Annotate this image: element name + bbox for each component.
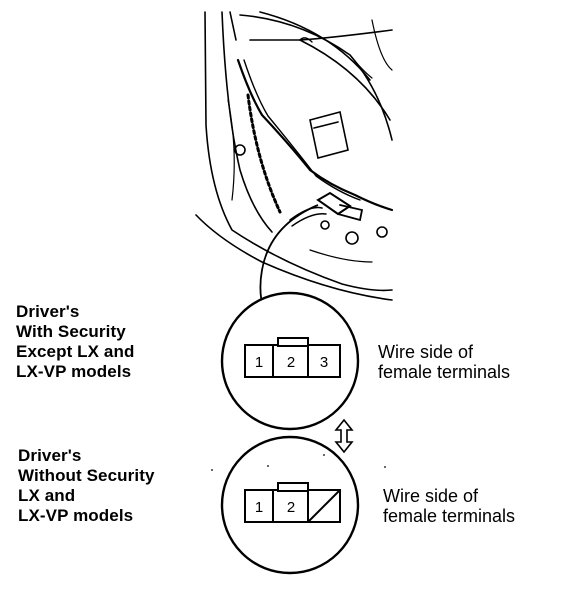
double-arrow-icon: [334, 418, 354, 454]
connector-a-title-line: LX-VP models: [16, 362, 132, 381]
connector-b-title: Driver's Without Security LX and LX-VP m…: [18, 446, 155, 526]
connector-b-wire-side-line: female terminals: [383, 506, 516, 526]
connector-a-wire-side-line: Wire side of: [378, 342, 474, 362]
connector-a-title-line: Driver's: [16, 302, 80, 321]
connector-b-view: 1 2: [220, 435, 360, 575]
connector-a-title-line: Except LX and: [16, 342, 135, 361]
connector-b-pin-1: 1: [255, 499, 263, 516]
connector-a-wire-side-label: Wire side of female terminals: [378, 342, 510, 382]
connector-b-wire-side-label: Wire side of female terminals: [383, 486, 515, 526]
connector-b-wire-side-line: Wire side of: [383, 486, 479, 506]
connector-b-title-line: LX and: [18, 486, 76, 505]
connector-a-view: 1 2 3: [220, 291, 360, 431]
door-panel-illustration: [195, 11, 394, 301]
connector-a-pin-1: 1: [255, 354, 263, 371]
connector-b-pin-2: 2: [287, 499, 295, 516]
connector-b-key: [277, 482, 309, 492]
connector-b-empty-cavity: [307, 489, 341, 523]
connector-a-title-line: With Security: [16, 322, 126, 341]
connector-b-title-line: Driver's: [18, 446, 82, 465]
connector-a-pin-2: 2: [287, 354, 295, 371]
connector-a-pin-3: 3: [320, 354, 328, 371]
connector-b-title-line: LX-VP models: [18, 506, 134, 525]
scan-specks: [211, 454, 386, 471]
connector-a-wire-side-line: female terminals: [378, 362, 511, 382]
connector-b-title-line: Without Security: [18, 466, 155, 485]
connector-a-housing: [244, 344, 341, 378]
connector-a-title: Driver's With Security Except LX and LX-…: [16, 302, 134, 382]
connector-a-key: [277, 337, 309, 347]
